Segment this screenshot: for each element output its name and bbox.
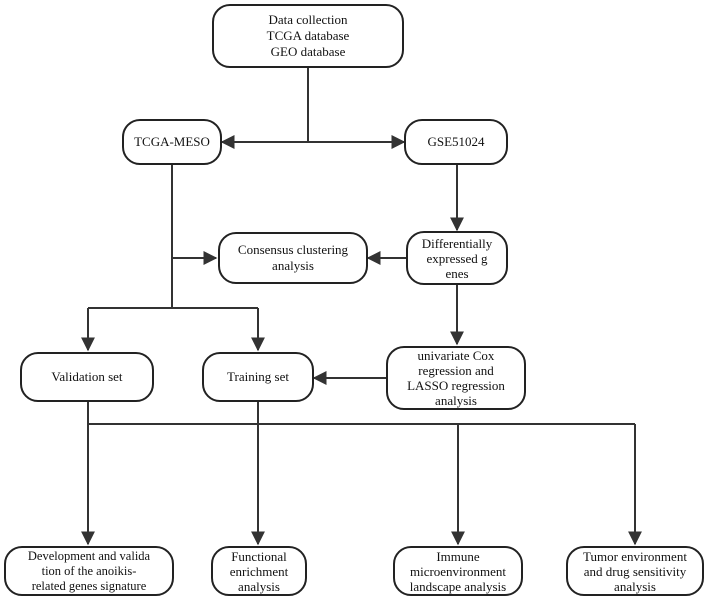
node-validation-set-label: Validation set — [51, 369, 123, 384]
node-tcga-meso: TCGA-MESO — [122, 119, 222, 165]
node-gse51024: GSE51024 — [404, 119, 508, 165]
node-data-collection-label: Data collection TCGA database GEO databa… — [266, 12, 350, 59]
node-gse51024-label: GSE51024 — [427, 134, 485, 149]
node-signature: Development and valida tion of the anoik… — [4, 546, 174, 596]
node-functional-enrichment-label: Functional enrichment analysis — [229, 548, 289, 594]
node-cox-lasso: univariate Cox regression and LASSO regr… — [386, 346, 526, 410]
node-tumor-environment-label: Tumor environment and drug sensitivity a… — [583, 548, 687, 594]
node-immune-microenvironment: Immune microenvironment landscape analys… — [393, 546, 523, 596]
node-tumor-environment: Tumor environment and drug sensitivity a… — [566, 546, 704, 596]
node-functional-enrichment: Functional enrichment analysis — [211, 546, 307, 596]
node-training-set: Training set — [202, 352, 314, 402]
node-immune-microenvironment-label: Immune microenvironment landscape analys… — [409, 548, 507, 594]
node-data-collection: Data collection TCGA database GEO databa… — [212, 4, 404, 68]
node-training-set-label: Training set — [227, 369, 289, 384]
node-consensus-clustering: Consensus clustering analysis — [218, 232, 368, 284]
node-differentially-expressed-genes: Differentially expressed g enes — [406, 231, 508, 285]
node-differentially-expressed-genes-label: Differentially expressed g enes — [421, 235, 493, 281]
node-validation-set: Validation set — [20, 352, 154, 402]
node-signature-label: Development and valida tion of the anoik… — [27, 548, 151, 593]
node-tcga-meso-label: TCGA-MESO — [134, 134, 210, 149]
node-consensus-clustering-label: Consensus clustering analysis — [237, 242, 349, 273]
node-cox-lasso-label: univariate Cox regression and LASSO regr… — [407, 348, 505, 408]
